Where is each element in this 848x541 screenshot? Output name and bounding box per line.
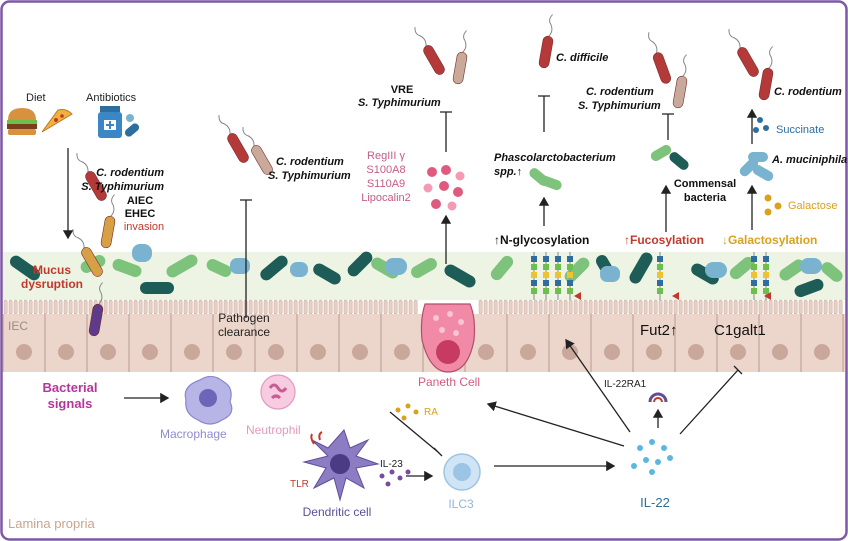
phascolarcto-label: Phascolarctobacterium (494, 152, 616, 164)
amp-target-2: S. Typhimurium (358, 97, 441, 109)
fuco-target-2: S. Typhimurium (578, 100, 661, 112)
invasion-pathogen-3: AIEC (126, 195, 154, 207)
akkermansia-bacteria (739, 152, 774, 181)
macrophage-label: Macrophage (160, 427, 227, 441)
burger-icon (7, 108, 37, 135)
bacteria-label: bacteria (683, 192, 727, 204)
galactose-label: Galactose (788, 200, 838, 212)
galactosylation-label: ↓Galactosylation (722, 233, 818, 247)
c-rodentium-right-label: C. rodentium (774, 86, 842, 98)
epithelial-cells (2, 314, 844, 372)
dysruption-label: dysruption (21, 277, 83, 291)
ra-label: RA (424, 407, 438, 418)
pathogen-bacteria (72, 14, 774, 337)
mucus-label: Mucus (32, 263, 71, 277)
amp-4: Lipocalin2 (361, 192, 411, 204)
clearance-label: clearance (217, 325, 271, 339)
amp-2: S100A8 (366, 164, 406, 176)
dendritic-cell-label: Dendritic cell (302, 505, 372, 519)
pizza-icon (41, 109, 73, 133)
ilc3-label: ILC3 (448, 497, 474, 511)
paneth-cell-shape (420, 303, 476, 373)
c1galt1-label: C1galt1 (714, 322, 766, 339)
phascolarcto-bacteria (529, 168, 562, 191)
pathogen-label: Pathogen (218, 311, 270, 325)
neutrophil-cell (260, 374, 296, 410)
il23-label: IL-23 (380, 459, 403, 470)
signals-label: signals (47, 396, 93, 411)
succinate-dots (753, 117, 769, 133)
il23-dots (379, 469, 411, 487)
invasion-pathogen-4: EHEC (124, 208, 156, 220)
diet-label: Diet (26, 92, 46, 104)
mucus-bacteria (9, 244, 843, 298)
invasion-label: invasion (123, 221, 165, 233)
glycan-chains (531, 252, 771, 300)
amp-1: RegIII γ (367, 150, 405, 162)
il22ra1-label: IL-22RA1 (604, 379, 647, 390)
dendritic-cell-shape (302, 429, 380, 502)
fucosylation-label: ↑Fucosylation (624, 233, 705, 247)
iec-label: IEC (8, 319, 29, 333)
antimicrobial-peptides (423, 165, 465, 211)
fuco-target-1: C. rodentium (586, 86, 654, 98)
pill-bottle-icon (98, 106, 122, 138)
il22-label: IL-22 (640, 495, 670, 510)
clearance-target-2: S. Typhimurium (268, 170, 351, 182)
fut2-label: Fut2↑ (640, 322, 678, 339)
clearance-target-1: C. rodentium (276, 156, 344, 168)
galactose-dots (764, 194, 782, 216)
il22-dots (631, 439, 673, 475)
c-difficile-label: C. difficile (556, 52, 609, 64)
ra-dots (395, 403, 419, 421)
paneth-cell-label: Paneth Cell (417, 375, 481, 389)
phascolarcto-spp-label: spp.↑ (494, 166, 523, 178)
n-glycosylation-label: ↑N-glycosylation (494, 233, 590, 247)
invasion-pathogen-1: C. rodentium (96, 167, 164, 179)
bacterial-label: Bacterial (42, 380, 98, 395)
pill-icon (124, 114, 140, 137)
amp-target-1: VRE (390, 84, 414, 96)
ilc3-cell (443, 453, 481, 491)
neutrophil-label: Neutrophil (246, 423, 301, 437)
succinate-label: Succinate (776, 124, 825, 136)
amp-3: S110A9 (366, 178, 406, 190)
macrophage-cell (184, 375, 233, 425)
il22ra1-receptor (648, 392, 668, 403)
tlr-label: TLR (290, 479, 309, 490)
invasion-pathogen-2: S. Typhimurium (81, 181, 164, 193)
pathway-arrows (62, 95, 758, 482)
a-muciniphila-label: A. muciniphila (772, 154, 848, 166)
commensal-label: Commensal (673, 178, 737, 190)
commensal-bacteria (650, 145, 689, 170)
lamina-propria-label: Lamina propria (8, 516, 95, 531)
antibiotics-label: Antibiotics (86, 92, 137, 104)
